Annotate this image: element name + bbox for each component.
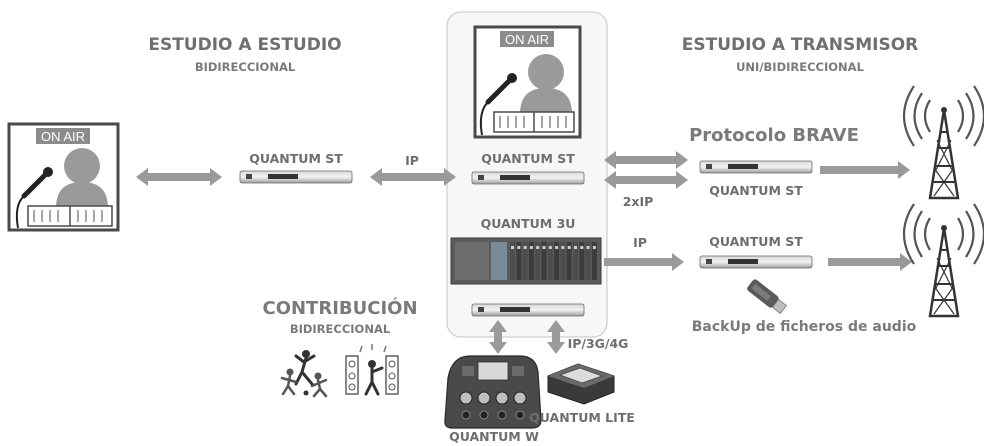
arrow-center-to-tx-1-upper bbox=[604, 151, 688, 169]
rack-card-slots bbox=[510, 242, 597, 280]
codec-unit-left bbox=[239, 170, 353, 184]
onair-label-center: ON AIR bbox=[505, 32, 549, 47]
section-subtitle-studio-to-transmitter: UNI/BIDIRECCIONAL bbox=[736, 60, 864, 74]
rack-card-slot bbox=[547, 242, 553, 280]
rack-card-led bbox=[574, 246, 577, 249]
link-arrows bbox=[136, 151, 912, 354]
codec-label-left: QUANTUM ST bbox=[249, 151, 343, 166]
rack-card-slot bbox=[585, 242, 591, 280]
codec-unit-bottom bbox=[471, 303, 585, 317]
rack-card-led bbox=[555, 246, 559, 249]
device-label-quantum-w: QUANTUM W bbox=[449, 429, 539, 444]
section-title-studio-to-transmitter: ESTUDIO A TRANSMISOR bbox=[682, 35, 918, 55]
codec-unit-tx-1 bbox=[699, 160, 813, 174]
arrow-rack-to-tx-2 bbox=[604, 253, 684, 271]
center-studio-icon: ON AIR bbox=[473, 25, 582, 139]
codec-label-center: QUANTUM ST bbox=[481, 151, 575, 166]
rack-card-led bbox=[567, 246, 571, 249]
rack-card-led bbox=[542, 246, 546, 249]
rack-card-slot bbox=[573, 242, 578, 280]
device-label-quantum-lite: QUANTUM LITE bbox=[529, 410, 635, 425]
rack-card-led bbox=[517, 246, 521, 249]
arrow-tx-1-to-tower bbox=[820, 161, 910, 179]
rack-card-led bbox=[580, 246, 584, 249]
section-title-studio-to-studio: ESTUDIO A ESTUDIO bbox=[148, 35, 341, 55]
quantum-lite-device-icon bbox=[547, 363, 615, 405]
arrow-center-to-quantum-lite bbox=[547, 320, 565, 354]
section-subtitle-studio-to-studio: BIDIRECCIONAL bbox=[195, 60, 296, 74]
rack-card-led bbox=[529, 246, 533, 249]
rack-unit-3u bbox=[450, 237, 602, 285]
left-studio-icon: ON AIR bbox=[7, 122, 120, 232]
rack-card-slot bbox=[579, 242, 585, 280]
transmitter-tower-icon bbox=[903, 203, 984, 318]
rack-card-slot bbox=[566, 242, 572, 280]
link-label-ip-tx2: IP bbox=[633, 235, 647, 250]
onair-label-left: ON AIR bbox=[41, 129, 85, 144]
rack-card-led bbox=[511, 246, 514, 249]
codec-label-tx-2: QUANTUM ST bbox=[709, 234, 803, 249]
codec-label-tx-1: QUANTUM ST bbox=[709, 183, 803, 198]
arrow-center-to-quantum-w bbox=[489, 320, 507, 354]
arrow-center-to-tx-1-lower bbox=[604, 171, 688, 189]
arrow-codec-to-center bbox=[370, 168, 456, 186]
rack-card-slot bbox=[560, 242, 566, 280]
backup-label: BackUp de ficheros de audio bbox=[692, 319, 917, 335]
codec-unit-tx-2 bbox=[699, 255, 813, 269]
usb-stick-icon bbox=[747, 279, 787, 315]
quantum-w-device-icon bbox=[444, 355, 542, 429]
codec-unit-center bbox=[471, 171, 585, 185]
link-label-mobile: IP/3G/4G bbox=[568, 336, 629, 351]
sports-players-icon bbox=[280, 350, 328, 398]
rack-card-led bbox=[523, 246, 527, 249]
rack-card-slot bbox=[535, 242, 541, 280]
rack-card-slot bbox=[522, 242, 528, 280]
link-label-ip-center: IP bbox=[405, 153, 419, 168]
transmitter-tower-icon bbox=[903, 85, 984, 200]
protocol-label: Protocolo BRAVE bbox=[689, 125, 859, 146]
arrow-tx-2-to-tower bbox=[828, 253, 912, 271]
rack-card-led bbox=[561, 246, 565, 249]
rack-label: QUANTUM 3U bbox=[481, 216, 576, 231]
rack-card-led bbox=[548, 246, 552, 249]
section-subtitle-contribution: BIDIRECCIONAL bbox=[290, 322, 391, 336]
concert-icon bbox=[345, 344, 399, 396]
rack-card-slot bbox=[554, 242, 560, 280]
rack-card-led bbox=[586, 246, 590, 249]
rack-card-led bbox=[536, 246, 540, 249]
rack-card-slot bbox=[528, 242, 534, 280]
rack-card-led bbox=[592, 246, 596, 249]
rack-card-slot bbox=[510, 242, 515, 280]
rack-card-slot bbox=[591, 242, 597, 280]
arrow-left-studio-to-codec bbox=[136, 168, 222, 186]
section-title-contribution: CONTRIBUCIÓN bbox=[262, 297, 417, 319]
rack-card-slot bbox=[516, 242, 522, 280]
rack-card-slot bbox=[541, 242, 547, 280]
link-label-dual-ip: 2xIP bbox=[623, 194, 654, 209]
